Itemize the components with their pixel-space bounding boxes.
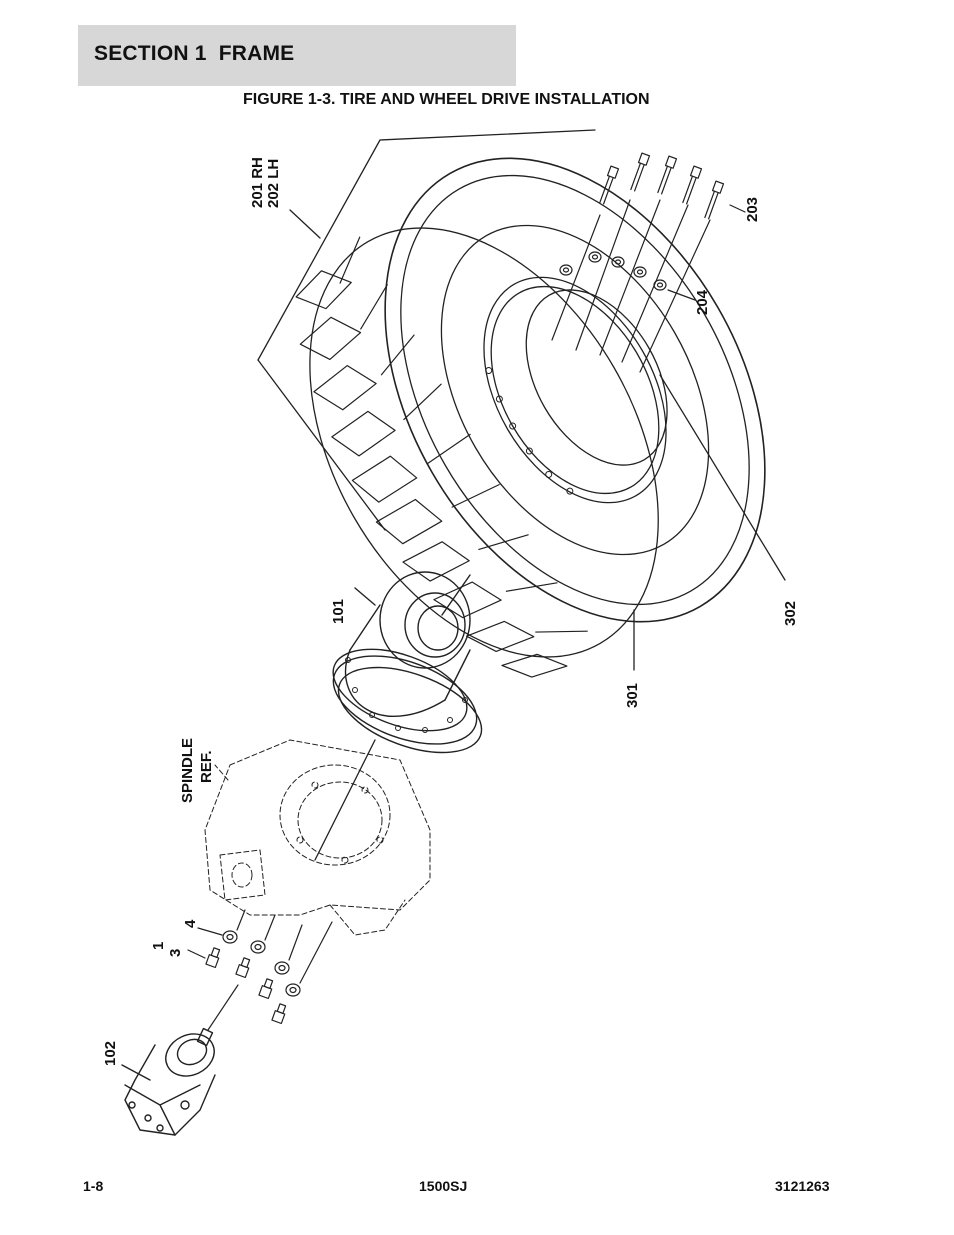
callout-1: 1 — [150, 941, 167, 950]
bolts-3 — [187, 947, 287, 1031]
leader-302 — [659, 374, 786, 581]
figure-title: FIGURE 1-3. TIRE AND WHEEL DRIVE INSTALL… — [243, 91, 650, 108]
callout-204: 204 — [694, 289, 711, 315]
callout-ref: REF. — [198, 750, 215, 783]
leader-101-spindle — [314, 739, 376, 861]
lug-bolts-203 — [551, 152, 746, 373]
washers-204 — [559, 251, 696, 301]
spindle-ref — [204, 739, 431, 936]
callout-202-lh: 202 LH — [265, 158, 282, 208]
section-header-band: SECTION 1 FRAME — [78, 25, 516, 86]
motor-102 — [121, 1027, 216, 1136]
footer-doc-number: 3121263 — [775, 1178, 830, 1194]
footer-page-number: 1-8 — [83, 1178, 104, 1194]
callout-301: 301 — [624, 682, 641, 708]
callout-203: 203 — [744, 196, 761, 222]
callout-spindle: SPINDLE — [179, 737, 196, 803]
callout-4: 4 — [182, 919, 199, 928]
callout-102: 102 — [102, 1040, 119, 1066]
section-title: SECTION 1 FRAME — [94, 42, 295, 65]
washers-4 — [197, 909, 333, 997]
tire — [295, 157, 766, 678]
callout-101: 101 — [330, 598, 347, 624]
callout-201-rh: 201 RH — [249, 157, 266, 208]
footer-model: 1500SJ — [419, 1178, 468, 1194]
tire-leader-lines — [257, 129, 596, 531]
callout-302: 302 — [782, 600, 799, 626]
callout-3: 3 — [167, 948, 184, 957]
wheel-drive-101 — [332, 571, 483, 754]
